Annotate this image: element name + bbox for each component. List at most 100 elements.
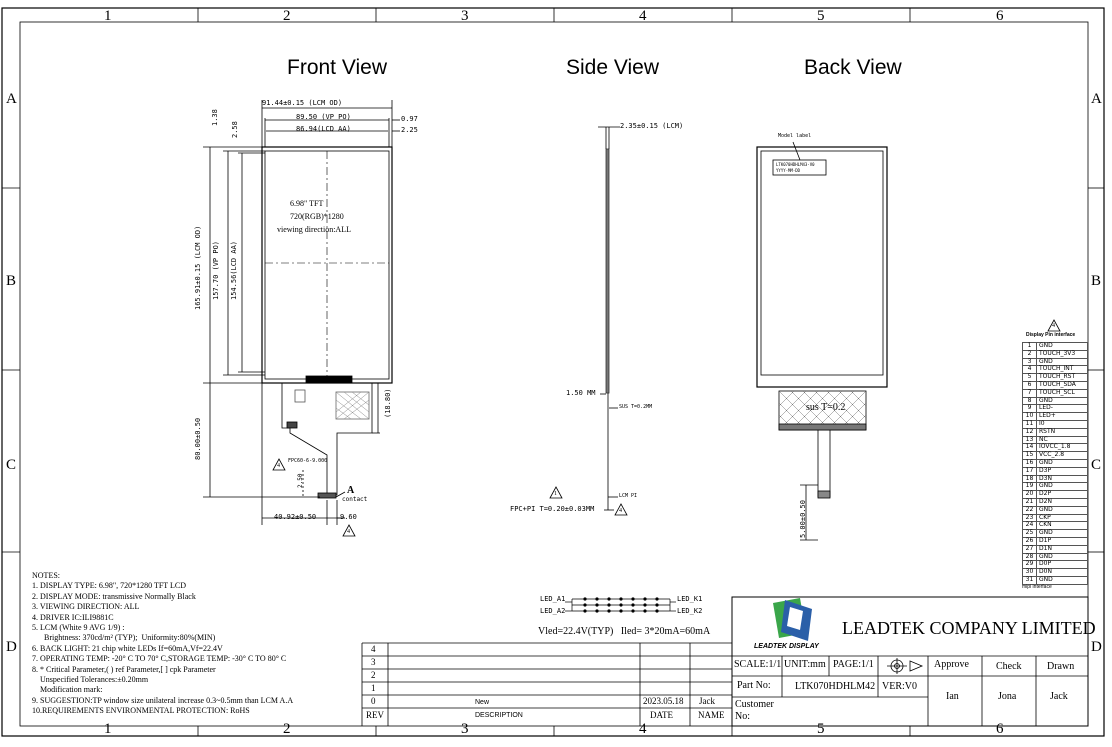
col-label: 2 (283, 721, 291, 737)
page-label: PAGE:1/1 (833, 659, 874, 670)
note-line: Brightness: 370cd/m² (TYP); Uniformity:8… (32, 633, 216, 643)
note-line: 5. LCM (White 9 AVG 1/9) : (32, 623, 125, 633)
col-label: 4 (639, 8, 647, 24)
name-header: NAME (698, 710, 725, 720)
rev-mark: 3 (371, 657, 376, 667)
row-label: A (6, 91, 17, 107)
description-header: DESCRIPTION (475, 712, 523, 719)
dim-vp-width: 89.50 (VP PO) (296, 113, 351, 121)
dim-top-1: 1.38 (211, 109, 219, 126)
mark-4: 4 (347, 529, 350, 535)
pin-number: 2 (1022, 349, 1037, 359)
side-dim-150: 1.50 MM (566, 389, 596, 397)
side-lcm-pi: LCM PI (619, 493, 638, 499)
rev-date-value: 2023.05.18 (643, 696, 684, 706)
leadtek-logo (773, 598, 812, 641)
dim-lcm-width: 91.44±0.15 (LCM OD) (262, 99, 343, 107)
pin-table-footer: mipi interface (1022, 584, 1052, 590)
approve-name: Ian (946, 691, 959, 702)
pin-signal: GND (1036, 575, 1088, 585)
front-view-title: Front View (287, 56, 387, 79)
dim-fpc-width: 40.92±0.50 (274, 513, 317, 521)
check-header: Check (996, 661, 1022, 672)
rev-header: REV (366, 710, 384, 720)
notes-block: NOTES:1. DISPLAY TYPE: 6.98", 720*1280 T… (32, 571, 293, 717)
mark-4: 4 (619, 508, 622, 514)
dim-fpc-height: (18.80) (384, 388, 392, 418)
led-a2-label: LED_A2 (540, 607, 566, 615)
row-label: D (1091, 639, 1102, 655)
row-label: D (6, 639, 17, 655)
dim-connector: 9.60 (340, 513, 357, 521)
drawn-header: Drawn (1047, 661, 1075, 672)
col-label: 2 (283, 8, 291, 24)
pin-number: 17 (1022, 466, 1037, 476)
note-line: 2. DISPLAY MODE: transmissive Normally B… (32, 591, 196, 601)
pin-signal: TOUCH_SCL (1036, 388, 1088, 398)
note-line: 6. BACK LIGHT: 21 chip white LEDs If=60m… (32, 643, 223, 653)
note-line: 7. OPERATING TEMP: -20° C TO 70° C,STORA… (32, 654, 287, 664)
pin-signal: RSTN (1036, 427, 1088, 437)
note-line: 9. SUGGESTION:TP window size unilateral … (32, 695, 294, 705)
fpc-label: FPC60-6-9.000 (288, 458, 328, 464)
row-label: B (6, 273, 17, 289)
lcd-size-label: 6.98" TFT (290, 199, 324, 208)
unit-label: UNIT:mm (784, 659, 826, 670)
pin-number: 22 (1022, 505, 1037, 515)
rev-mark: 0 (371, 696, 376, 706)
mark-4: 4 (277, 463, 280, 469)
pin-number: 12 (1022, 427, 1037, 437)
back-view-title: Back View (804, 56, 902, 79)
model-label-date: YYYY-MM-DD (776, 168, 801, 173)
col-label: 4 (639, 721, 647, 737)
row-label: A (1091, 91, 1102, 107)
date-header: DATE (650, 710, 673, 720)
contact-letter: A (347, 485, 355, 496)
side-view-drawing (549, 126, 628, 516)
scale-label: SCALE:1/1 (734, 659, 782, 670)
col-label: 1 (104, 8, 112, 24)
dim-vp-height: 157.70 (VP PO) (212, 240, 220, 300)
back-sus-label: sus T=0.2 (806, 402, 846, 413)
col-label: 1 (104, 721, 112, 737)
revision-table (361, 642, 732, 726)
col-label: 5 (817, 721, 825, 737)
model-label-caption: Model label (778, 133, 812, 139)
company-name: LEADTEK COMPANY LIMITED (842, 618, 1096, 638)
led-diodes (583, 597, 659, 613)
front-view-drawing (203, 100, 400, 537)
dim-pitch: 2.50 (297, 473, 304, 488)
note-line: Modification mark: (32, 685, 103, 695)
rev-mark: 4 (371, 644, 376, 654)
side-view-title: Side View (566, 56, 660, 79)
row-label: C (1091, 457, 1102, 473)
col-label: 3 (461, 721, 469, 737)
rev-mark: 1 (371, 683, 376, 693)
drawn-name: Jack (1050, 691, 1068, 702)
rev-description-new: New (475, 699, 490, 706)
mark-4: 4 (1052, 323, 1055, 329)
rev-mark: 2 (371, 670, 376, 680)
row-label: C (6, 457, 17, 473)
version-label: VER:V0 (882, 681, 917, 692)
side-fpc-pi: FPC+PI T=0.20±0.03MM (510, 505, 595, 513)
mark-1: 1 (554, 491, 557, 497)
note-line: 10.REQUIREMENTS ENVIRONMENTAL PROTECTION… (32, 706, 250, 716)
note-line: NOTES: (32, 571, 60, 580)
col-label: 6 (996, 8, 1004, 24)
model-label-text: LTK070HDHLM43-V0 (776, 162, 815, 167)
led-k1-label: LED_K1 (677, 595, 703, 603)
pin-signal: D1N (1036, 544, 1088, 554)
dim-lcm-height: 165.91±0.15 (LCM OD) (194, 225, 202, 310)
note-line: 4. DRIVER IC:ILI9881C (32, 612, 114, 622)
approve-header: Approve (934, 659, 969, 670)
pin-signal: D3P (1036, 466, 1088, 476)
